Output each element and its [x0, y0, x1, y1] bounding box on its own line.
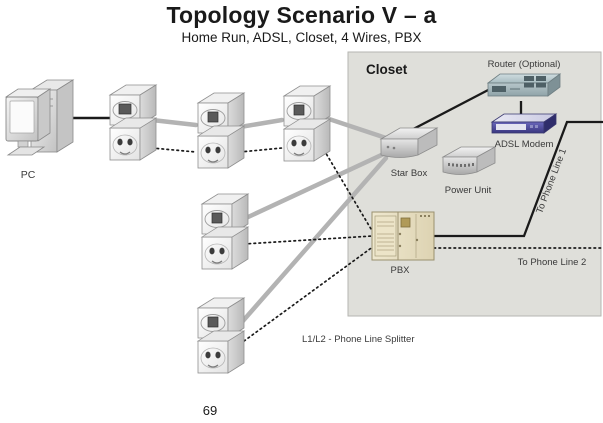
star-box-led-1 [386, 145, 390, 149]
closet-title: Closet [366, 62, 408, 77]
router-port-block-left [492, 86, 506, 92]
wall-outlet-3 [282, 85, 332, 162]
adsl-modem-device: ADSL Modem [490, 113, 558, 150]
outlet-1-rj45-jack [118, 103, 132, 115]
outlet-4-socket-ring [204, 243, 230, 265]
outlet-1-socket-hole-r [127, 138, 133, 146]
router-port-block-right [524, 76, 546, 88]
power-unit-label: Power Unit [445, 185, 492, 196]
outlet-5-socket-slot [207, 364, 219, 368]
data-cable-outlet4-starbox [243, 149, 391, 221]
outlet-2-socket-ring [200, 142, 226, 164]
pbx-label: PBX [390, 265, 410, 276]
phone-cable-outlet2-outlet3 [239, 147, 283, 153]
outlet-1-socket-slot [119, 151, 131, 155]
power-unit-device: Power Unit [441, 146, 497, 196]
pbx-left-panel-rows [377, 221, 394, 251]
outlet-4-rj45-jack [211, 212, 223, 224]
closet-enclosure [347, 51, 602, 317]
pc-label: PC [21, 169, 36, 181]
wall-outlet-5 [196, 297, 246, 374]
power-unit-port-row [448, 163, 474, 167]
wall-outlet-1 [108, 84, 158, 161]
adsl-modem-side [543, 113, 557, 134]
adsl-modem-leds [530, 125, 538, 128]
pc-monitor-base [6, 146, 46, 156]
data-cable-outlet3-starbox [323, 115, 395, 143]
pbx-port-mid [415, 238, 419, 242]
router-label: Router (Optional) [488, 59, 561, 70]
data-cable-outlet2-outlet3 [237, 117, 285, 130]
page-number: 69 [202, 403, 218, 418]
outlet-2-socket-hole-r [215, 146, 221, 154]
phone-cable-outlet1-outlet2 [151, 147, 197, 153]
outlet-2-rj45-jack [207, 111, 219, 123]
page-title: Topology Scenario V – a [166, 2, 437, 28]
router-side [547, 73, 561, 97]
outlet-5-socket-ring [200, 347, 226, 369]
star-box-label: Star Box [391, 168, 428, 179]
phone-cable-outlet3-pbx [323, 149, 375, 235]
pbx-port-left-bottom [398, 244, 402, 248]
wall-outlet-4 [200, 193, 250, 270]
pbx-to-phoneline1-cable [434, 120, 603, 238]
pc-tower-side [56, 79, 74, 153]
outlet-5-socket-hole-l [205, 351, 211, 359]
phone-cable-group [151, 147, 603, 345]
outlet-1-socket-ring [112, 134, 138, 156]
outlet-1-socket-hole-l [117, 138, 123, 146]
splitter-caption: L1/L2 - Phone Line Splitter [302, 334, 415, 345]
outlet-4-socket-hole-l [209, 247, 215, 255]
pbx-top-leds [420, 215, 430, 217]
star-box-device: Star Box [379, 127, 439, 179]
outlet-3-socket-hole-r [301, 139, 307, 147]
page-subtitle: Home Run, ADSL, Closet, 4 Wires, PBX [181, 30, 422, 45]
outlet-4-socket-hole-r [219, 247, 225, 255]
adsl-modem-faceplate [496, 124, 526, 130]
wall-outlet-2 [196, 92, 246, 169]
router-device: Router (Optional) [486, 59, 562, 97]
star-box-side [417, 127, 438, 156]
star-box-led-2 [392, 146, 396, 150]
pbx-device: PBX [371, 211, 435, 276]
pc-monitor-screen [9, 100, 35, 134]
outlet-4-socket-slot [211, 260, 223, 264]
outlet-3-socket-slot [293, 152, 305, 156]
pc-monitor-stand [17, 140, 29, 148]
star-box-front [380, 138, 419, 158]
adsl-modem-label: ADSL Modem [495, 139, 554, 150]
data-cable-outlet1-outlet2 [149, 117, 199, 128]
pc-monitor-side [37, 88, 51, 142]
outlet-5-socket-hole-r [215, 351, 221, 359]
phone-cable-outlet4-pbx [243, 235, 373, 245]
outlet-3-socket-ring [286, 135, 312, 157]
pbx-port-left-top [398, 232, 402, 236]
outlet-5-rj45-jack [207, 316, 219, 328]
pc-workstation: PC [4, 79, 75, 181]
outlet-2-socket-slot [207, 159, 219, 163]
pbx-module-indicator [400, 217, 411, 228]
outlet-2-socket-hole-l [205, 146, 211, 154]
power-unit-side [476, 146, 496, 173]
outlet-3-rj45-jack [293, 104, 305, 116]
outlet-3-socket-hole-l [291, 139, 297, 147]
phone-line-2-label: To Phone Line 2 [518, 257, 587, 268]
